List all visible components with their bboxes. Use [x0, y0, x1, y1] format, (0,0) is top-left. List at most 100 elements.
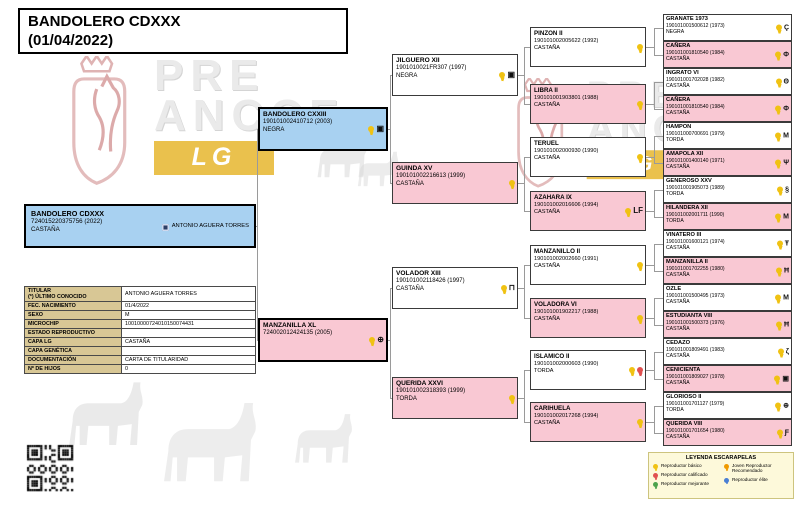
rosette-icon-yellow [637, 419, 643, 425]
details-label: CAPA GENÉTICA [24, 346, 122, 356]
connector-line [654, 28, 663, 29]
connector-line [518, 75, 524, 76]
rosette-icon-yellow [637, 315, 643, 321]
watermark-lg-badge: LG [154, 140, 274, 175]
connector-line [388, 129, 390, 130]
horse-capa: CASTAÑA [666, 325, 690, 332]
box-icons: Φ [775, 51, 789, 58]
connector-line [654, 190, 655, 217]
connector-line [518, 288, 524, 289]
brand-icon: ζ [785, 348, 789, 355]
horse-code: 1901010021FR307 (1997) [396, 65, 467, 72]
horse-name: GLORIOSO II [666, 394, 702, 400]
brand-icon: Ψ [783, 159, 789, 166]
box-icons: ▣ [774, 375, 789, 382]
brand-icon: M [783, 294, 789, 301]
horse-code: 190101001905073 (1989) [666, 184, 725, 191]
box-icons: M [775, 294, 789, 301]
horse-name: CARIHUELA [534, 405, 571, 412]
title-date: (01/04/2022) [28, 31, 114, 49]
horse-name: VOLADORA VI [534, 301, 577, 308]
box-icons: ζ [777, 348, 789, 355]
rosette-icon-yellow [369, 337, 376, 343]
rosette-icon-yellow [637, 44, 643, 50]
connector-line [646, 422, 654, 423]
details-label: FEC. NACIMIENTO [24, 301, 122, 311]
connector-line [646, 265, 654, 266]
details-value: M [121, 310, 256, 320]
rosette-icon-yellow [775, 294, 782, 301]
horse-code: 190101001902217 (1988) [534, 308, 599, 315]
rosette-icon-yellow [625, 208, 632, 214]
horse-code: 724002012424135 (2005) [263, 330, 333, 337]
horse-name: QUERIDA VIII [666, 421, 703, 427]
connector-line [646, 318, 654, 319]
legend-label: Reproductor básico [661, 463, 702, 468]
rosette-icon-yellow [775, 402, 782, 409]
horse-title: BANDOLERO CDXXX [28, 13, 181, 30]
horse-code: 190101001400140 (1971) [666, 157, 725, 164]
subject-box[interactable]: BANDOLERO CDXXX 724015220375756 (2022) C… [24, 204, 256, 248]
horse-capa: CASTAÑA [666, 55, 690, 62]
subject-capa: CASTAÑA [31, 225, 60, 233]
horse-code: 190101002216613 (1999) [396, 173, 466, 180]
connector-line [654, 298, 655, 325]
connector-line [524, 211, 530, 212]
brand-icon: Θ [783, 78, 789, 85]
connector-line [390, 398, 392, 399]
connector-line [524, 422, 530, 423]
connector-line [654, 28, 655, 55]
qr-code [26, 444, 74, 492]
horse-name: AMAPOLA XII [666, 151, 704, 157]
rosette-icon-yellow [637, 101, 643, 107]
horse-code: 190101002118426 (1997) [396, 278, 465, 285]
legend-label: Reproductor calificado [661, 472, 708, 477]
horse-capa: CASTAÑA [534, 419, 561, 426]
legend-item: Reproductor básico [653, 463, 718, 469]
box-icons: M [775, 213, 789, 220]
details-value: CARTA DE TITULARIDAD [121, 355, 256, 365]
details-value: ANTONIO AGUERA TORRES [121, 286, 256, 302]
horse-name: ISLAMICO II [534, 353, 570, 360]
brand-icon: Ħ [783, 321, 789, 328]
horse-name: JILGUERO XII [396, 57, 440, 64]
horse-name: INGRATO VI [666, 70, 699, 76]
owner-name: ANTONIO AGUERA TORRES [171, 223, 249, 230]
horse-capa: CASTAÑA [666, 109, 690, 116]
horse-capa: CASTAÑA [666, 298, 690, 305]
